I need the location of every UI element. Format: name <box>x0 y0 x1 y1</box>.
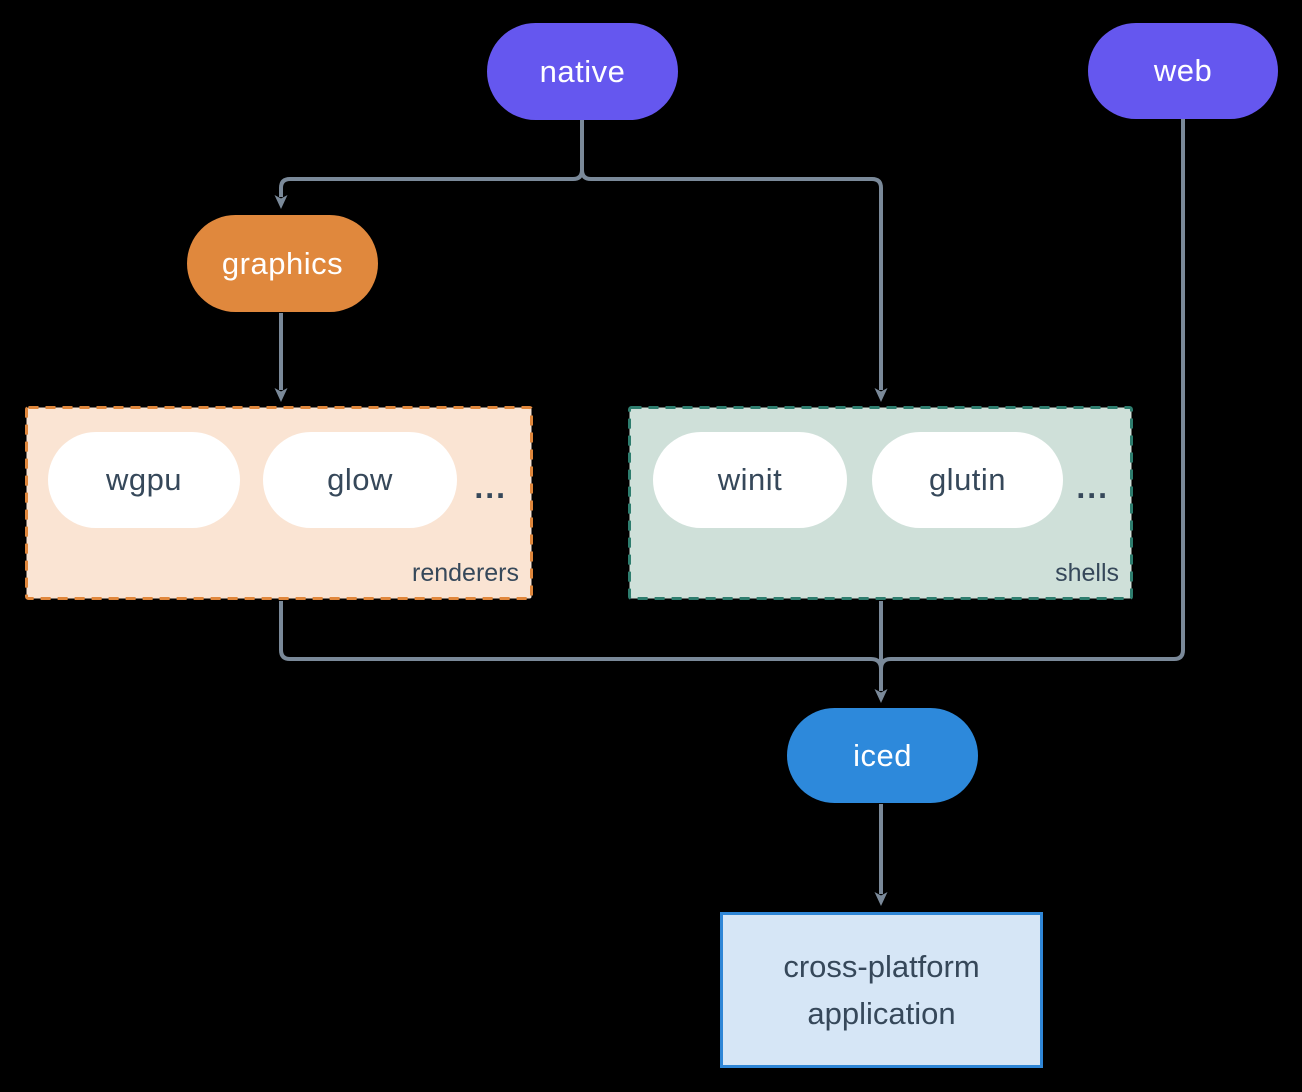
edge-native-graphics <box>274 120 584 209</box>
application-label-line1: cross-platform <box>783 949 980 984</box>
renderers-group-label: renderers <box>412 559 519 587</box>
shells-more-ellipsis: ... <box>1076 468 1109 505</box>
application-label-line2: application <box>807 996 956 1031</box>
renderers-more-ellipsis: ... <box>474 468 507 505</box>
node-graphics: graphics <box>187 215 378 312</box>
edge-native-shells <box>580 120 888 402</box>
shells-group-label: shells <box>1055 559 1119 587</box>
node-web: web <box>1088 23 1278 119</box>
node-glutin: glutin <box>872 432 1063 528</box>
renderers-group: wgpu glow ... renderers <box>25 406 533 600</box>
node-wgpu: wgpu <box>48 432 240 528</box>
node-cross-platform-application: cross-platform application <box>720 912 1043 1068</box>
node-iced: iced <box>787 708 978 803</box>
node-native: native <box>487 23 678 120</box>
node-winit: winit <box>653 432 847 528</box>
edge-renderers-iced <box>279 601 883 670</box>
node-glow: glow <box>263 432 457 528</box>
shells-group: winit glutin ... shells <box>628 406 1133 600</box>
